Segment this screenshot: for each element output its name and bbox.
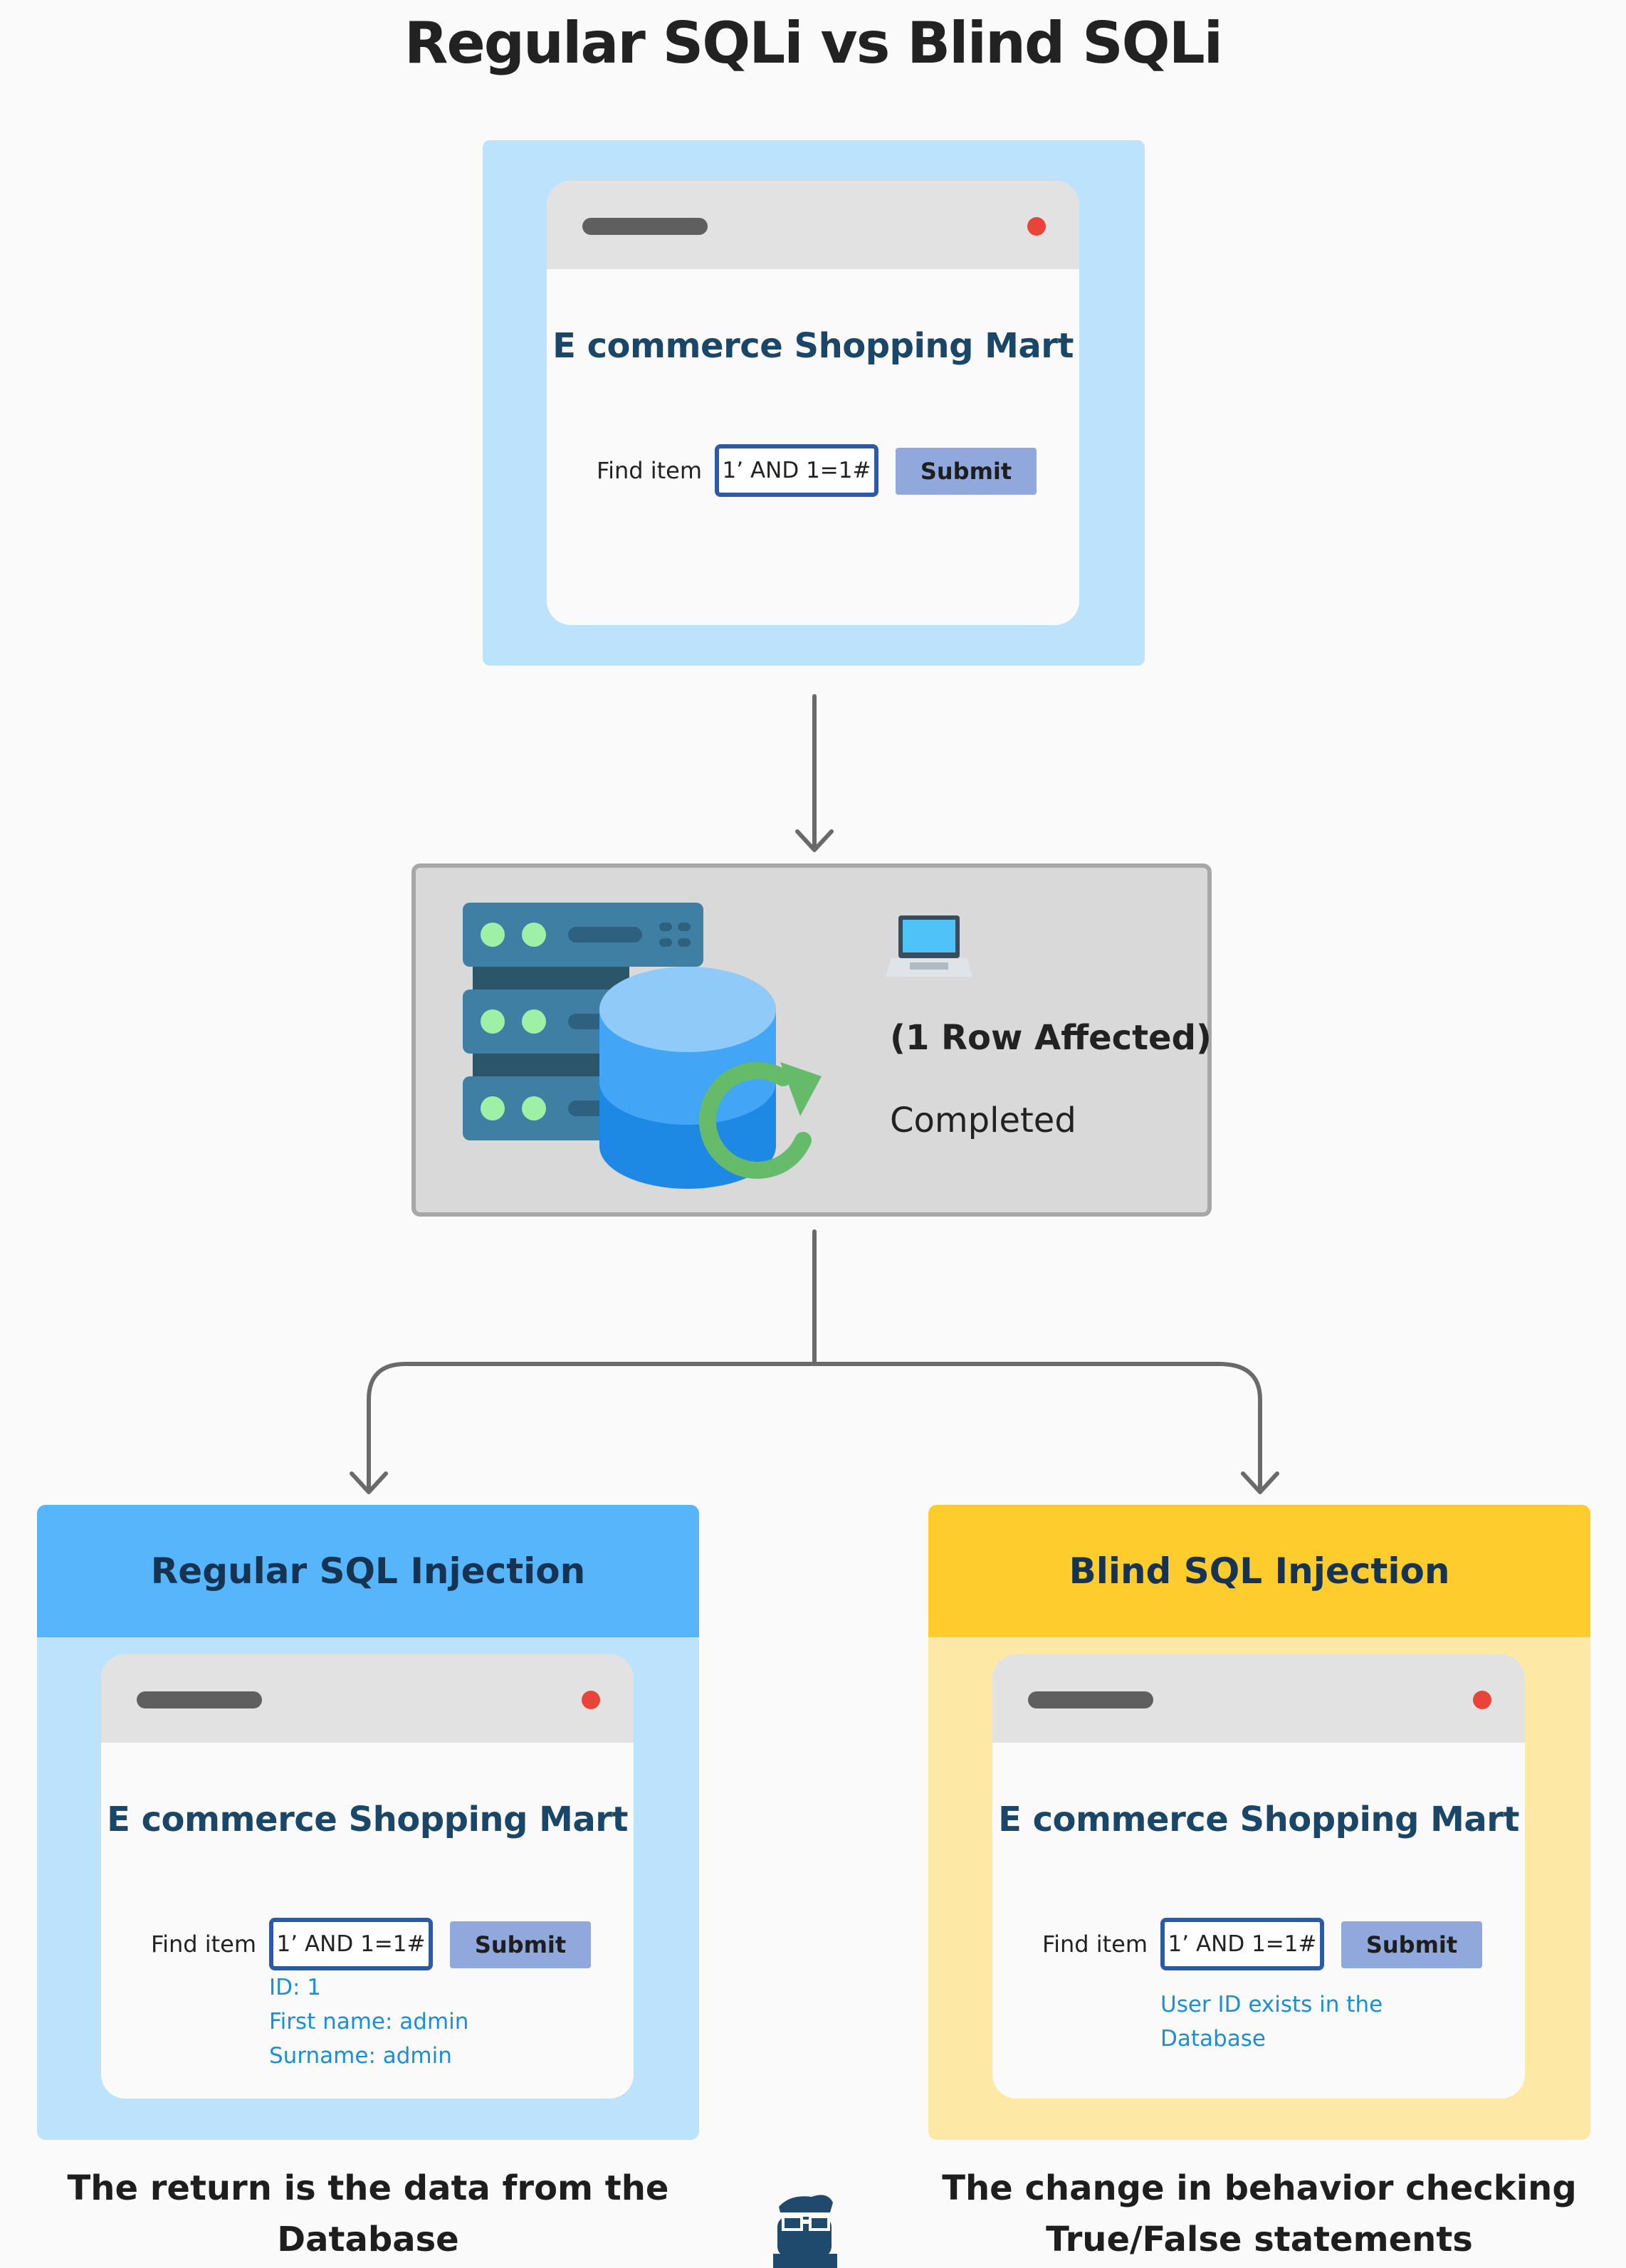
find-item-label: Find item [597, 457, 703, 484]
find-item-input[interactable]: 1’ AND 1=1# [715, 444, 878, 497]
find-item-label: Find item [1042, 1931, 1148, 1958]
page-title: Regular SQLi vs Blind SQLi [404, 10, 1223, 76]
result-line: First name: admin [269, 2009, 469, 2035]
submit-button[interactable]: Submit [450, 1921, 591, 1968]
refresh-icon [698, 1062, 822, 1179]
branch-connector [350, 1229, 1279, 1494]
find-item-label: Find item [151, 1931, 257, 1958]
laptop-icon [886, 915, 972, 977]
browser-window: E commerce Shopping Mart Find item 1’ AN… [547, 181, 1079, 625]
database-icon [599, 967, 776, 1189]
mascot-logo-icon [773, 2195, 837, 2268]
blind-caption: The change in behavior checking True/Fal… [928, 2163, 1590, 2265]
close-dot-icon[interactable] [1027, 217, 1046, 236]
shop-title: E commerce Shopping Mart [107, 1800, 628, 1839]
regular-caption: The return is the data from the Database [37, 2163, 699, 2265]
top-browser-frame: E commerce Shopping Mart Find item 1’ AN… [483, 140, 1145, 666]
submit-button[interactable]: Submit [1341, 1921, 1482, 1968]
address-bar-pill [582, 218, 708, 235]
arrow-down-icon [795, 694, 834, 852]
rows-affected-text: (1 Row Affected) [890, 1018, 1212, 1058]
submit-button[interactable]: Submit [896, 448, 1037, 495]
find-item-input[interactable]: 1’ AND 1=1# [1160, 1918, 1324, 1970]
blind-sqli-header: Blind SQL Injection [928, 1505, 1590, 1637]
caption-line: The change in behavior checking [942, 2168, 1577, 2208]
result-line: Database [1160, 2026, 1266, 2052]
browser-window: E commerce Shopping Mart Find item 1’ AN… [992, 1654, 1525, 2099]
address-bar-pill [1028, 1691, 1153, 1708]
blind-sqli-panel: Blind SQL Injection E commerce Shopping … [928, 1505, 1590, 2140]
query-result: User ID exists in the Database [1160, 1988, 1383, 2056]
close-dot-icon[interactable] [582, 1691, 600, 1709]
caption-line: The return is the data from the [67, 2168, 669, 2208]
query-result: ID: 1 First name: admin Surname: admin [269, 1970, 468, 2073]
regular-sqli-header: Regular SQL Injection [37, 1505, 699, 1637]
result-line: Surname: admin [269, 2043, 452, 2069]
result-line: User ID exists in the [1160, 1992, 1383, 2017]
result-line: ID: 1 [269, 1975, 322, 2000]
address-bar-pill [137, 1691, 262, 1708]
find-item-input[interactable]: 1’ AND 1=1# [269, 1918, 433, 1970]
completed-text: Completed [890, 1101, 1076, 1140]
caption-line: True/False statements [1046, 2220, 1473, 2259]
caption-line: Database [277, 2220, 459, 2259]
shop-title: E commerce Shopping Mart [998, 1800, 1519, 1839]
shop-title: E commerce Shopping Mart [552, 326, 1074, 366]
browser-window: E commerce Shopping Mart Find item 1’ AN… [101, 1654, 634, 2099]
close-dot-icon[interactable] [1473, 1691, 1491, 1709]
regular-sqli-panel: Regular SQL Injection E commerce Shoppin… [37, 1505, 699, 2140]
